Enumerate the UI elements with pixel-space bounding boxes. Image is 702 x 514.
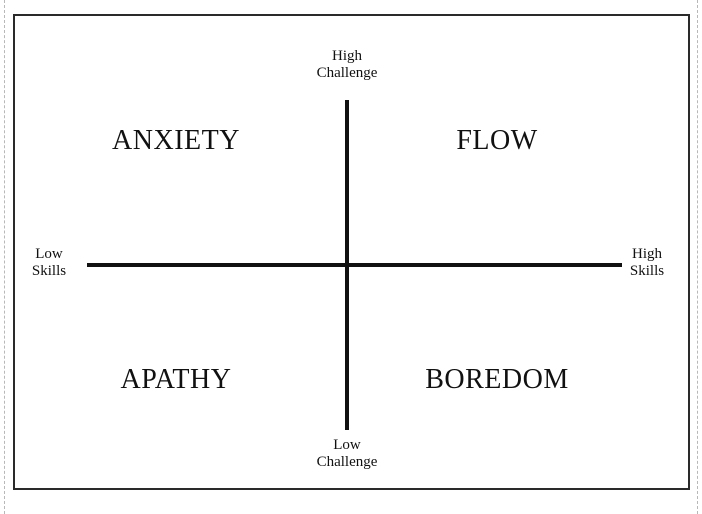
- quadrant-anxiety: ANXIETY: [112, 125, 240, 156]
- axis-label-top-line1: High: [332, 48, 362, 64]
- axis-label-top-line2: Challenge: [316, 65, 378, 81]
- left-edge-line: [4, 0, 5, 514]
- axis-label-top: High Challenge: [297, 48, 397, 82]
- quadrant-flow: FLOW: [456, 125, 538, 156]
- axis-label-left: Low Skills: [24, 246, 74, 280]
- axis-label-bottom: Low Challenge: [297, 437, 397, 471]
- quadrant-boredom: BOREDOM: [425, 364, 569, 395]
- skills-axis-line: [87, 263, 622, 267]
- axis-label-left-line2: Skills: [31, 263, 67, 279]
- axis-label-right-line1: High: [632, 246, 662, 262]
- axis-label-left-line1: Low: [35, 246, 63, 262]
- diagram-frame: [13, 14, 690, 490]
- challenge-axis-line: [345, 100, 349, 430]
- quadrant-apathy: APATHY: [120, 364, 232, 395]
- right-edge-line: [697, 0, 698, 514]
- axis-label-right: High Skills: [622, 246, 672, 280]
- axis-label-bottom-line2: Challenge: [316, 454, 378, 470]
- axis-label-right-line2: Skills: [629, 263, 665, 279]
- axis-label-bottom-line1: Low: [333, 437, 361, 453]
